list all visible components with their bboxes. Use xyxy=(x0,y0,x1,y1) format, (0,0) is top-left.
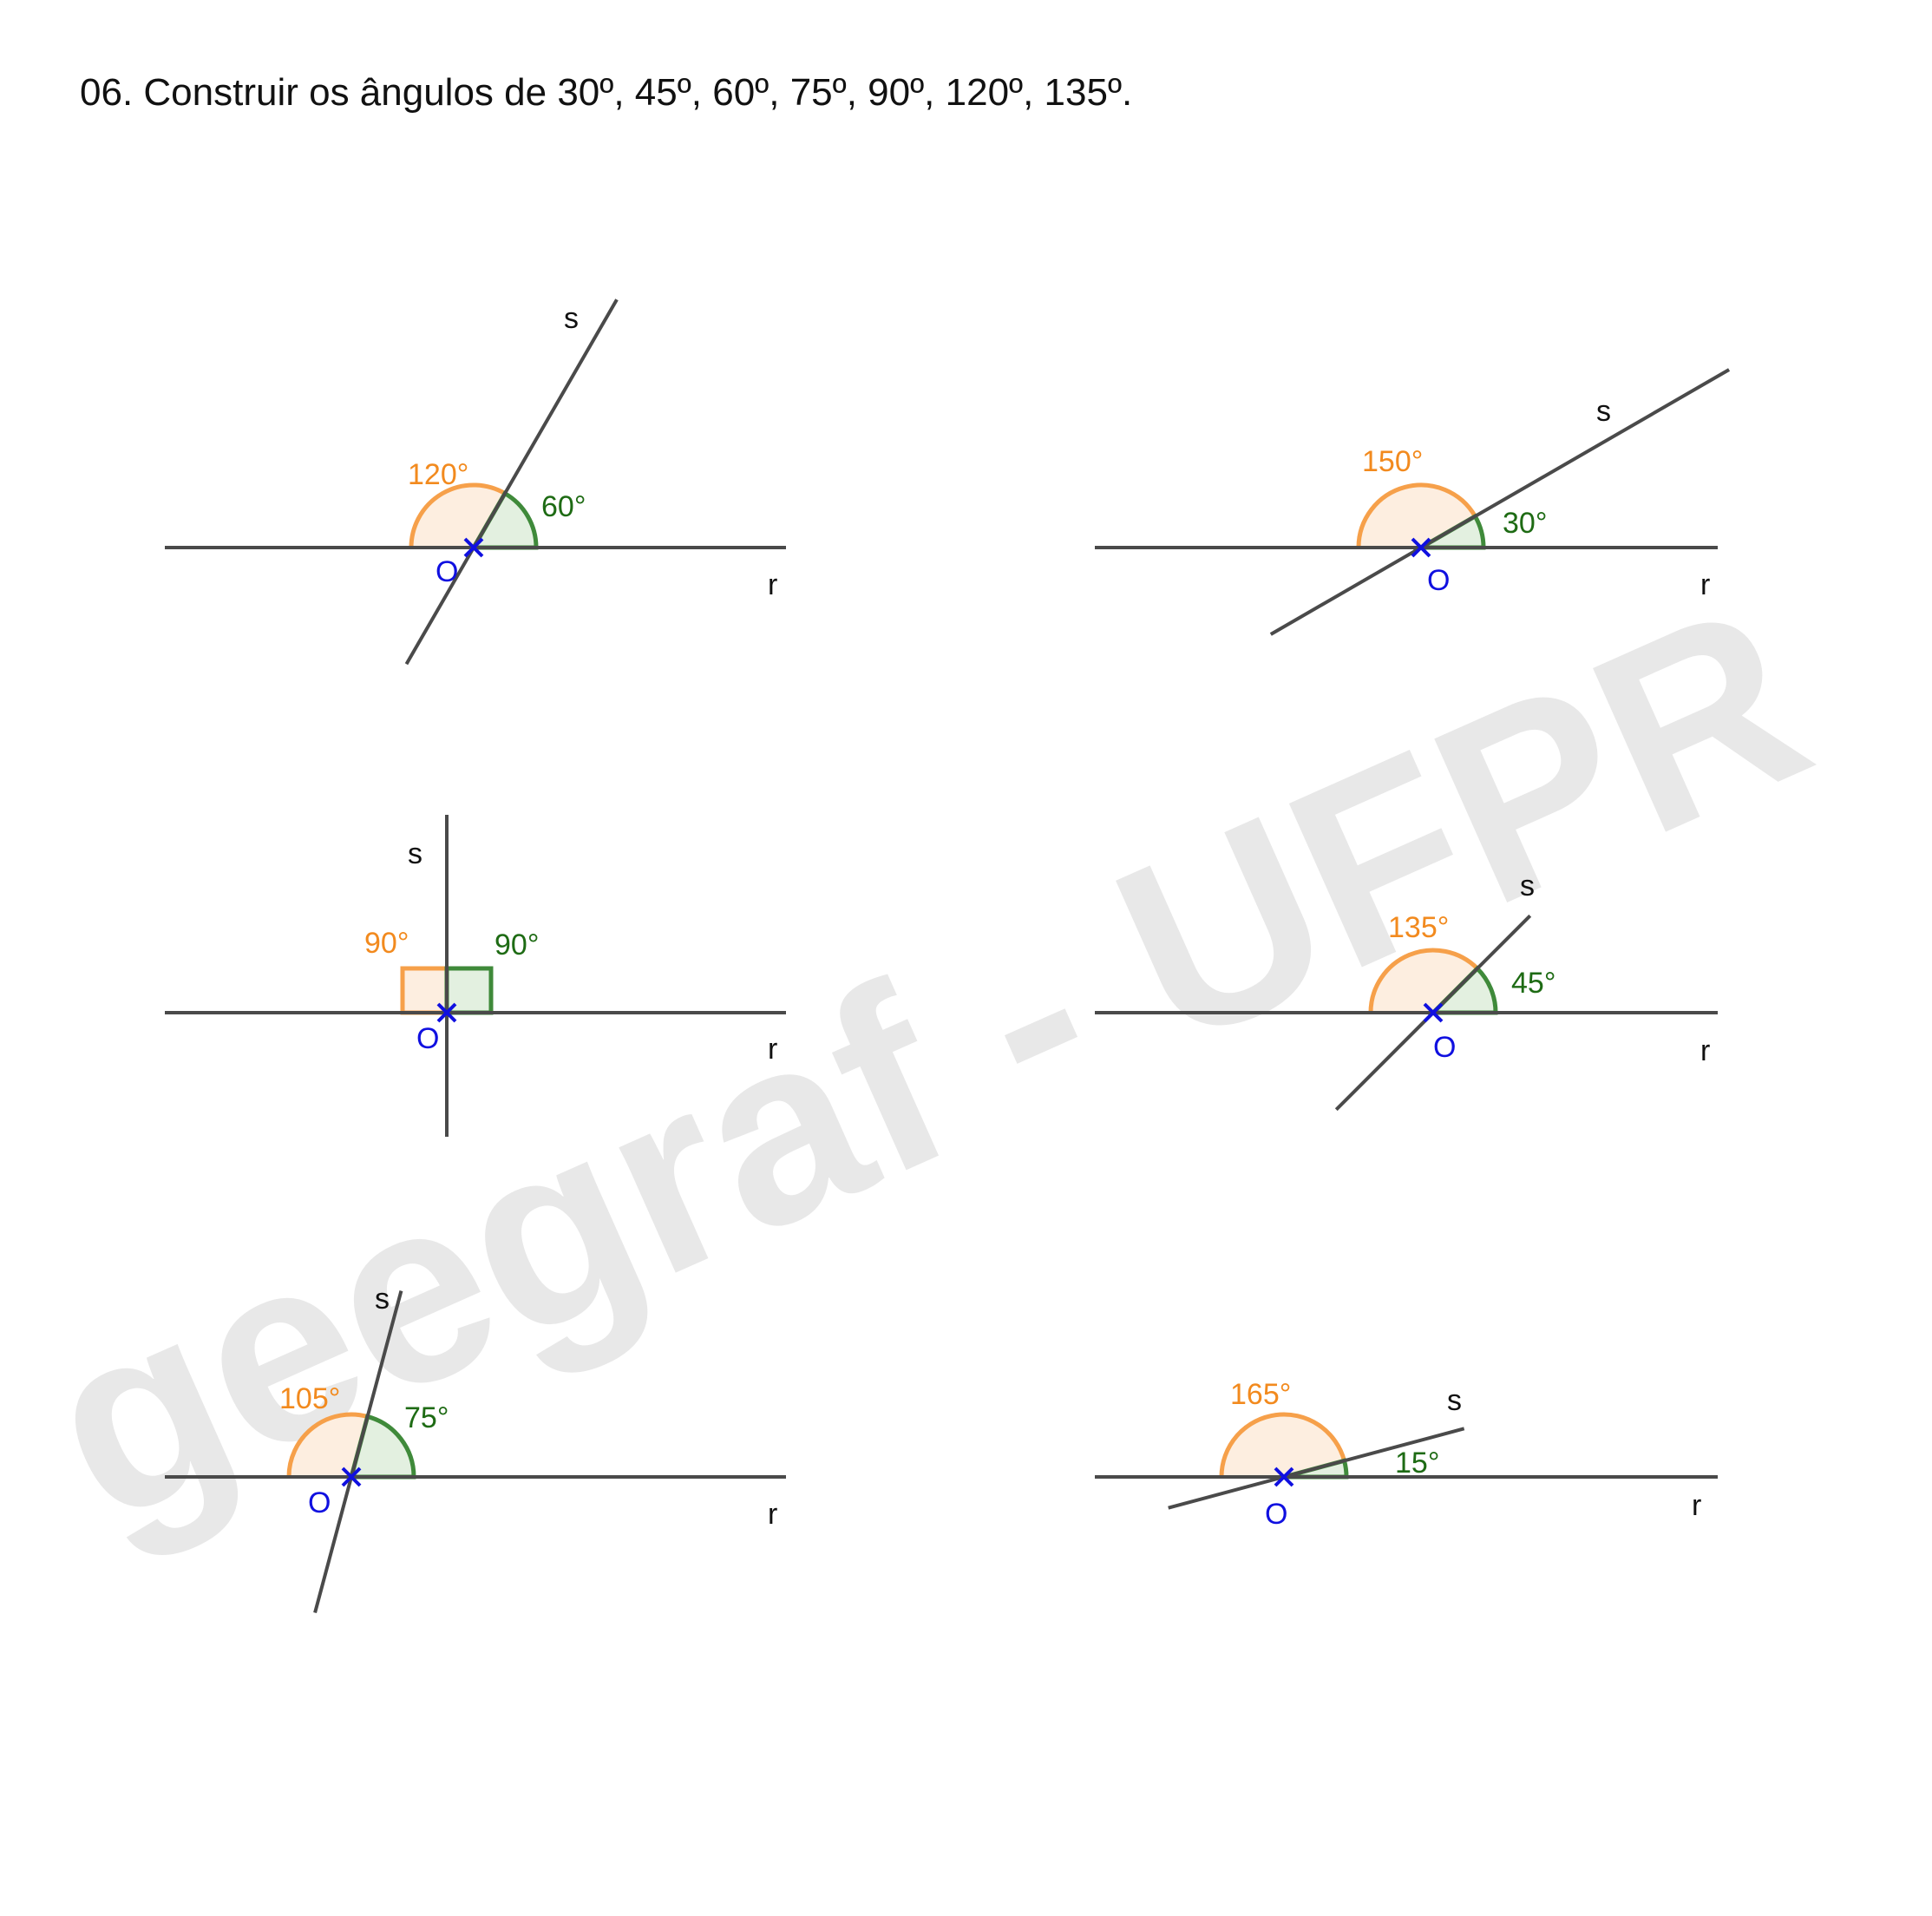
big-angle-label: 135° xyxy=(1388,911,1449,944)
angle-figure: s r O 135° 45° xyxy=(1095,869,1718,1112)
line-r-label: r xyxy=(1700,568,1710,601)
vertex-label: O xyxy=(308,1486,331,1519)
line-s-label: s xyxy=(1520,869,1535,902)
line-s xyxy=(404,299,619,666)
vertex-marker xyxy=(341,1467,362,1487)
angle-figure: s r O 105° 75° xyxy=(165,1283,786,1613)
vertex-marker xyxy=(1423,1002,1444,1023)
big-angle-arc xyxy=(1368,948,1479,1014)
vertex-marker xyxy=(1274,1467,1294,1487)
line-s-label: s xyxy=(375,1283,390,1316)
angle-figure: s r O 90° 90° xyxy=(165,815,786,1137)
big-angle-arc xyxy=(409,482,507,548)
small-angle-label: 90° xyxy=(494,928,539,961)
exercise-title: 06. Construir os ângulos de 30º, 45º, 60… xyxy=(80,71,1133,114)
vertex-marker xyxy=(436,1002,457,1023)
big-angle-label: 105° xyxy=(279,1382,340,1415)
big-angle-fill xyxy=(289,1414,368,1477)
vertex-label: O xyxy=(416,1022,439,1055)
big-angle-label: 120° xyxy=(408,458,468,491)
line-r-label: r xyxy=(768,1033,777,1066)
small-angle-label: 45° xyxy=(1511,967,1555,1000)
line-s-label: s xyxy=(564,302,579,335)
line-r-label: r xyxy=(768,568,777,601)
small-angle-label: 15° xyxy=(1395,1447,1439,1480)
big-angle-arc xyxy=(286,1412,369,1478)
angle-figure: s r O 120° 60° xyxy=(165,299,786,666)
small-angle-label: 75° xyxy=(404,1401,449,1434)
angle-figure: s r O 165° 15° xyxy=(1095,1378,1718,1531)
vertex-marker xyxy=(463,537,484,558)
small-angle-arc xyxy=(348,1414,416,1480)
big-angle-fill xyxy=(1371,949,1477,1013)
vertex-label: O xyxy=(1265,1498,1287,1531)
line-s xyxy=(1168,1427,1465,1510)
vertex-label: O xyxy=(436,555,458,588)
big-angle-arc xyxy=(1356,482,1477,548)
line-r-label: r xyxy=(1692,1489,1701,1522)
line-s-label: s xyxy=(1447,1384,1462,1417)
small-angle-arc xyxy=(469,490,539,550)
angle-figure: s r O 150° 30° xyxy=(1095,368,1731,636)
line-s-label: s xyxy=(1596,395,1611,428)
line-s xyxy=(1269,368,1731,636)
line-s-label: s xyxy=(408,837,422,870)
big-angle-label: 150° xyxy=(1362,445,1423,478)
big-angle-fill xyxy=(1221,1414,1345,1477)
big-angle-label: 90° xyxy=(364,927,409,960)
vertex-marker xyxy=(1411,537,1431,558)
small-angle-label: 60° xyxy=(541,490,586,523)
vertex-label: O xyxy=(1427,564,1450,597)
line-r-label: r xyxy=(1700,1034,1710,1067)
small-angle-label: 30° xyxy=(1503,507,1547,540)
big-angle-arc xyxy=(1219,1412,1346,1478)
line-r-label: r xyxy=(768,1498,777,1531)
line-s xyxy=(313,1290,403,1613)
vertex-label: O xyxy=(1433,1031,1456,1064)
big-angle-label: 165° xyxy=(1230,1378,1291,1411)
